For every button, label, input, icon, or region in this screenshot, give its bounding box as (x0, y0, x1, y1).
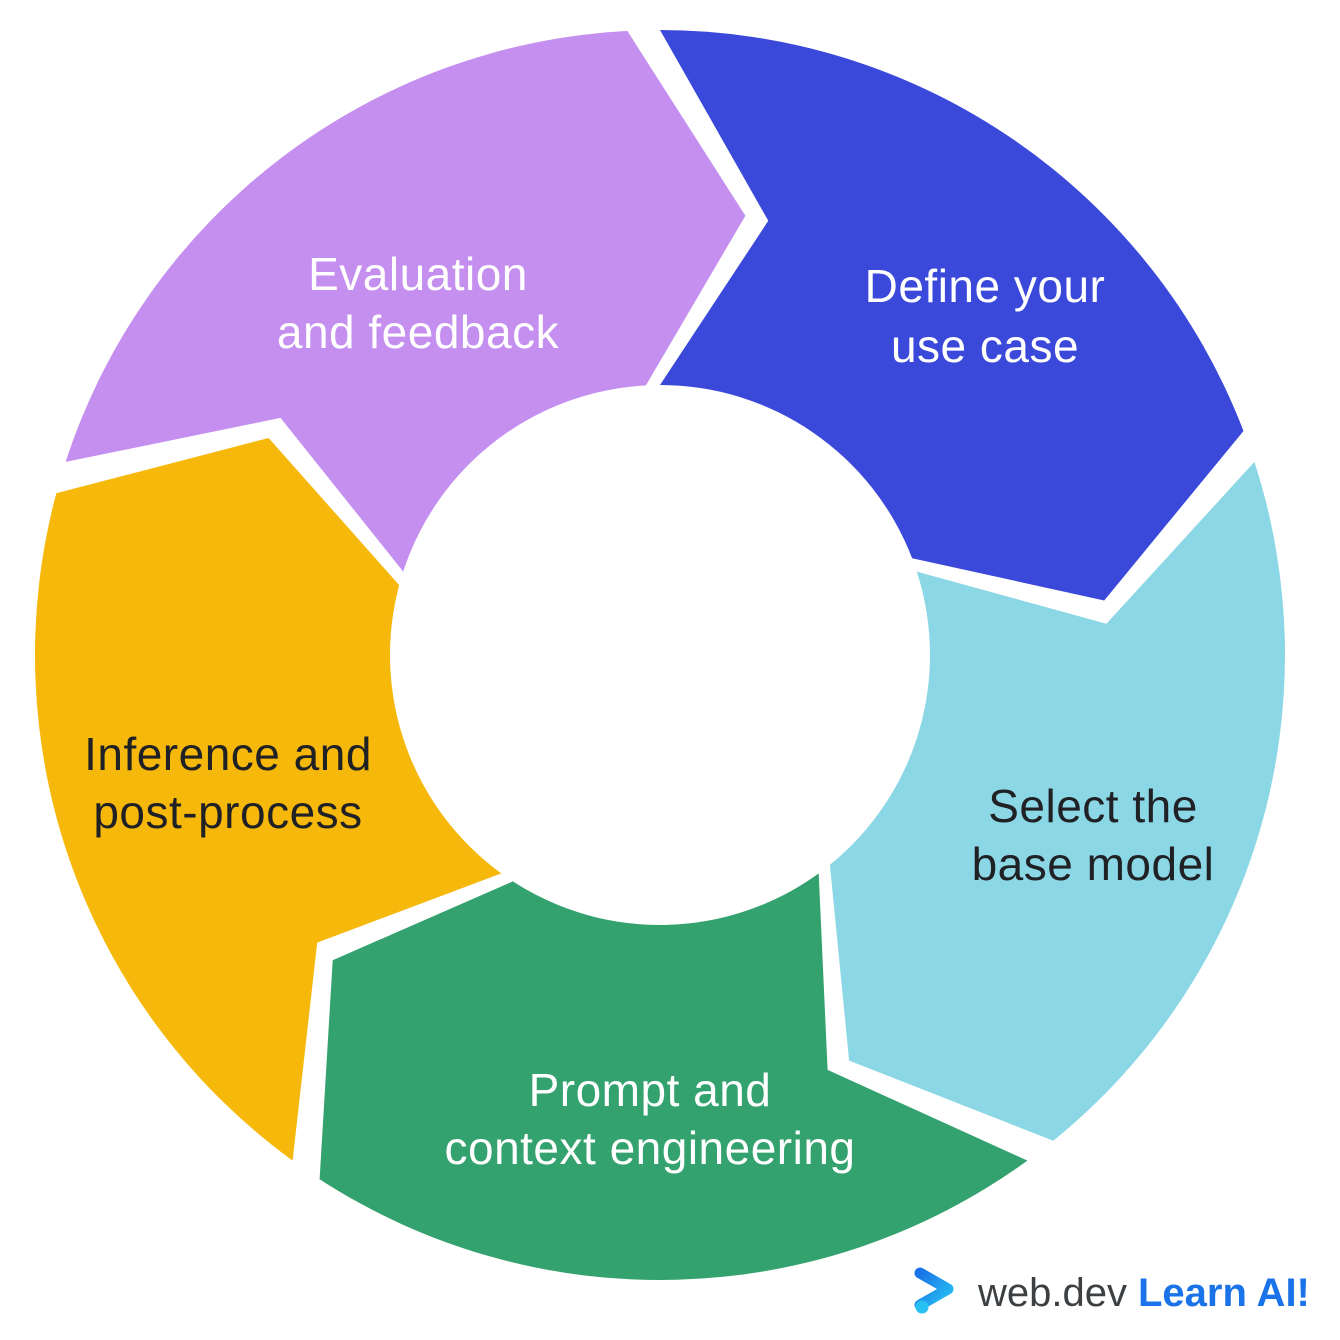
label-define-your-use-case-line1: Define your (865, 260, 1106, 312)
label-select-the-base-model-line2: base model (972, 838, 1215, 890)
label-inference-and-post-process-line2: post-process (93, 786, 362, 838)
label-select-the-base-model-line1: Select the (988, 780, 1198, 832)
cycle-labels: Define your use case Select the base mod… (84, 248, 1214, 1174)
segment-evaluation-and-feedback (65, 30, 746, 572)
cycle-segments (34, 30, 1285, 1281)
webdev-brand-text: web.dev (977, 1271, 1127, 1315)
segment-select-the-base-model (829, 461, 1285, 1141)
segment-inference-and-post-process (34, 438, 502, 1161)
label-evaluation-and-feedback-line2: and feedback (277, 306, 560, 358)
segment-prompt-and-context-engineering (319, 873, 1028, 1281)
webdev-logo: web.dev Learn AI! (914, 1267, 1310, 1315)
label-evaluation-and-feedback-line1: Evaluation (308, 248, 528, 300)
label-prompt-and-context-engineering-line1: Prompt and (529, 1064, 772, 1116)
learn-ai-text: Learn AI! (1138, 1271, 1310, 1315)
segment-define-your-use-case (660, 30, 1244, 601)
label-prompt-and-context-engineering-line2: context engineering (444, 1122, 855, 1174)
label-inference-and-post-process-line1: Inference and (84, 728, 372, 780)
label-define-your-use-case-line2: use case (891, 320, 1079, 372)
webdev-chevron-icon (914, 1267, 954, 1314)
